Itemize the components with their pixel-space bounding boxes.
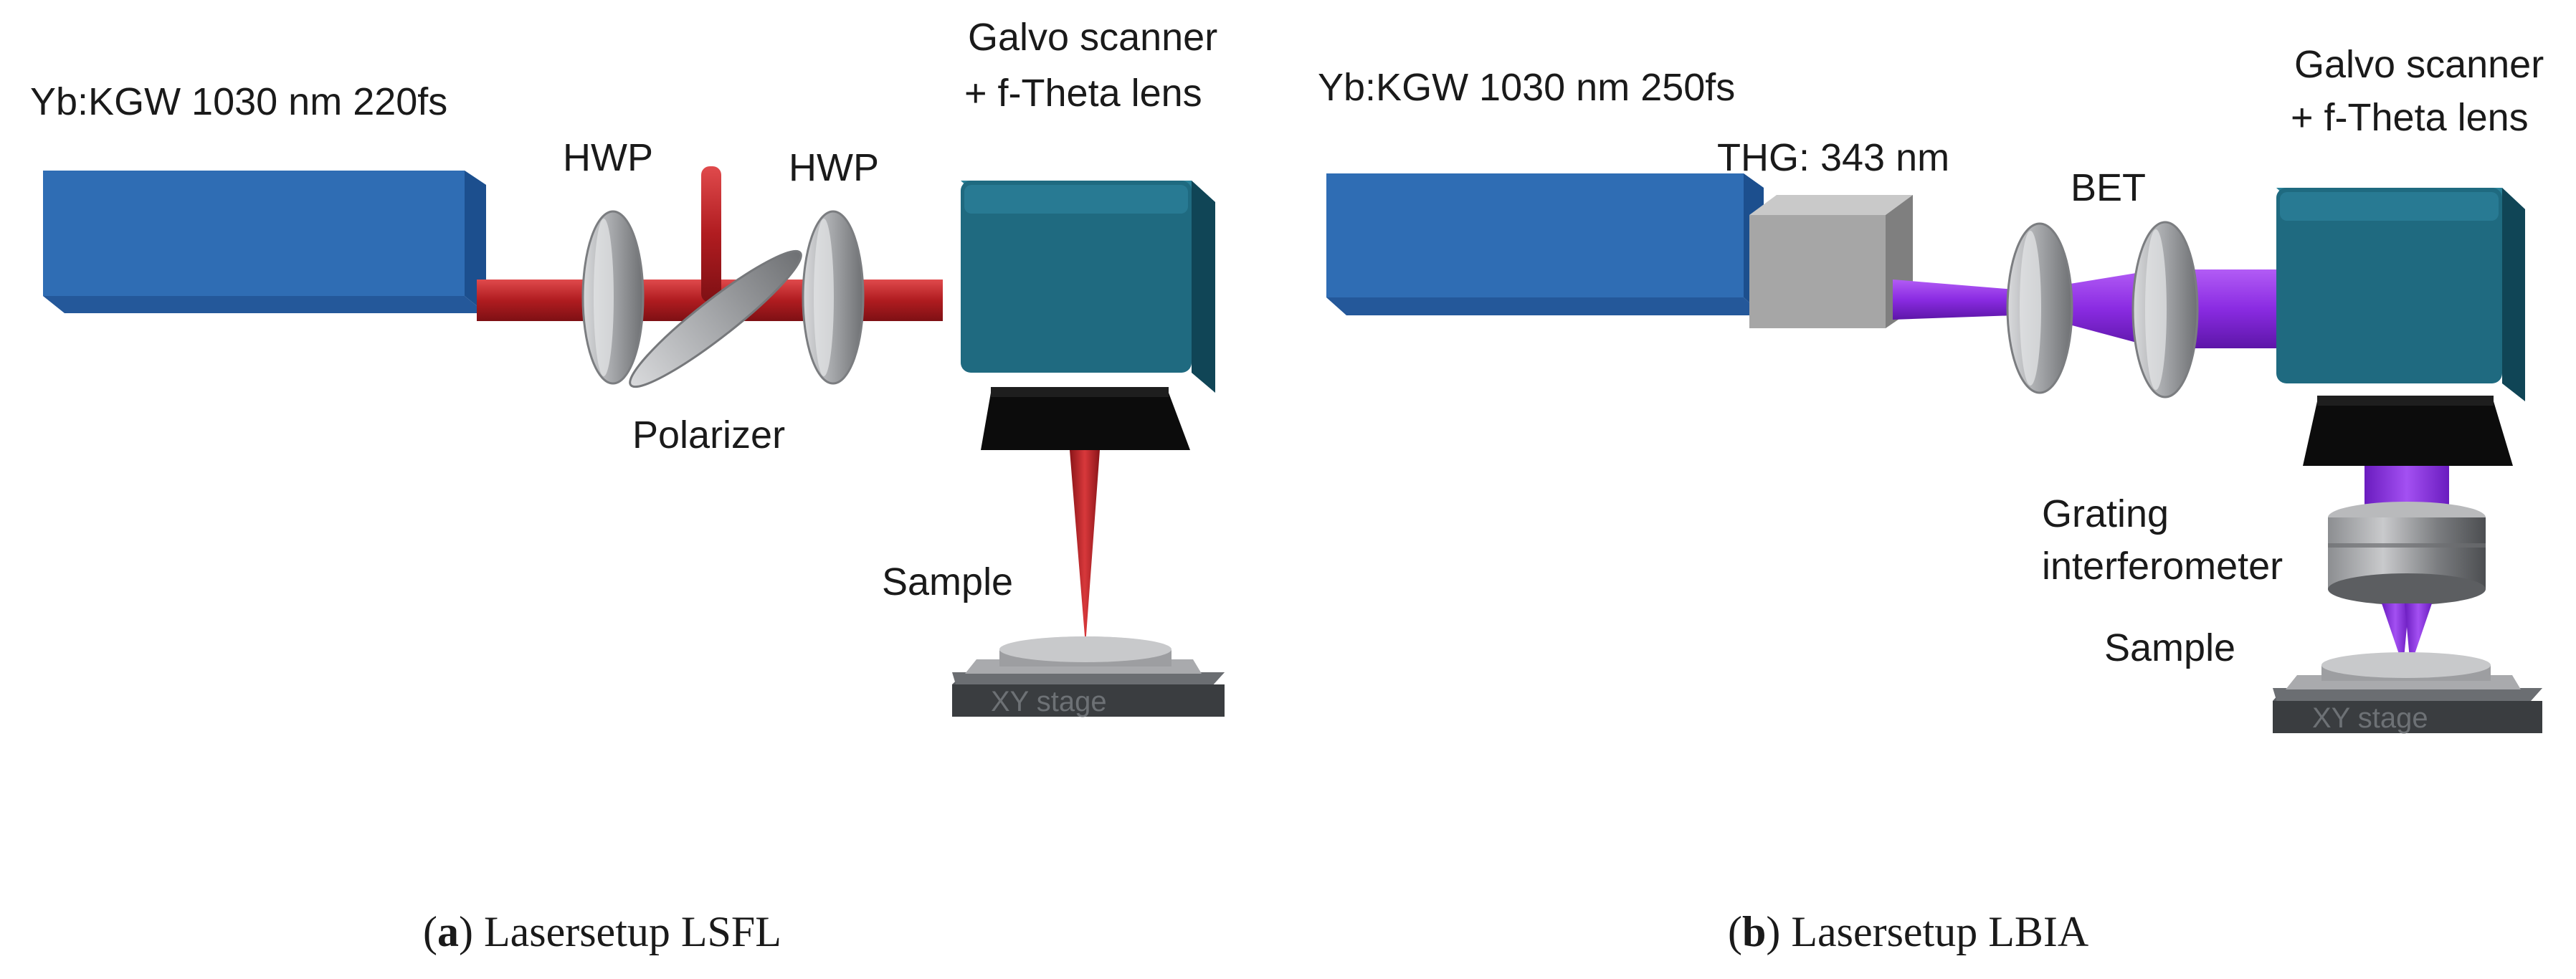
- laser-a-side-face: [465, 171, 486, 313]
- panel-a: XY stage Yb:KGW 1030 nm 220fs HWP HWP Po…: [30, 16, 1225, 955]
- sample-a-disk-top: [999, 636, 1171, 662]
- hwp-a-1-label: HWP: [563, 136, 653, 179]
- stage-b-top-face: [2273, 688, 2542, 702]
- thg-front-face: [1749, 215, 1886, 328]
- lens-b-top-ring: [2317, 396, 2494, 406]
- scanner-a-label-line2: + f-Theta lens: [964, 72, 1202, 115]
- bet-label: BET: [2071, 166, 2146, 209]
- thg-top-face: [1749, 195, 1913, 215]
- xy-stage-a: XY stage: [952, 636, 1225, 717]
- laser-a-label: Yb:KGW 1030 nm 220fs: [30, 80, 447, 123]
- panel-b: XY stage Yb:KGW 1030 nm 250fs THG: 343 n…: [1318, 43, 2544, 955]
- scanner-b-side-face: [2502, 188, 2525, 401]
- scanner-b-front-face: [2276, 188, 2502, 383]
- stage-a-front-face: [952, 684, 1225, 717]
- laser-b-label: Yb:KGW 1030 nm 250fs: [1318, 66, 1735, 109]
- grating-bottom: [2328, 573, 2486, 605]
- hwp-a-2-label: HWP: [789, 146, 879, 189]
- scanner-a-label-line1: Galvo scanner: [968, 16, 1217, 59]
- lens-b-body: [2303, 401, 2513, 466]
- sample-b-disk-top: [2321, 652, 2491, 678]
- laser-b-front-face: [1326, 173, 1744, 297]
- laser-a-front-face: [43, 171, 465, 296]
- bet-lens-1-highlight: [2020, 231, 2041, 386]
- bet-lens-b-1: [2006, 222, 2073, 394]
- grating-interferometer-b: [2328, 502, 2486, 605]
- f-theta-lens-a: [981, 387, 1190, 450]
- laser-a-bottom-face: [43, 296, 486, 313]
- lens-a-body: [981, 393, 1190, 450]
- beam-b-split-left: [2382, 603, 2409, 667]
- thg-label: THG: 343 nm: [1717, 136, 1949, 179]
- caption-a-text: Lasersetup LSFL: [484, 908, 781, 955]
- polarizer-a-plate: [629, 249, 802, 388]
- polarizer-a-label: Polarizer: [632, 414, 785, 457]
- grating-groove: [2328, 543, 2486, 548]
- beam-b-split-right: [2405, 603, 2432, 667]
- bet-lens-2-highlight: [2145, 229, 2167, 390]
- caption-a: (a) Lasersetup LSFL: [423, 908, 781, 955]
- laser-source-b: [1326, 173, 1764, 315]
- hwp-a-1: [581, 210, 645, 385]
- hwp-a-2-highlight: [814, 219, 834, 376]
- sample-b-label: Sample: [2104, 626, 2235, 669]
- caption-b-text: Lasersetup LBIA: [1791, 908, 2088, 955]
- thg-module-b: [1749, 195, 1913, 328]
- scanner-b-top-sheen: [2280, 192, 2499, 221]
- beam-a-focused: [1070, 450, 1100, 645]
- scanner-a-top-sheen: [964, 185, 1188, 214]
- laser-source-a: [43, 171, 486, 313]
- xy-stage-b: XY stage: [2273, 652, 2542, 734]
- polarizer-a: [629, 249, 802, 388]
- beam-b-uv-narrow: [1893, 280, 2015, 320]
- scanner-a-side-face: [1192, 181, 1215, 393]
- caption-b-letter: b: [1742, 908, 1766, 955]
- sample-a-label: Sample: [882, 560, 1013, 603]
- lens-a-top-ring: [991, 387, 1169, 397]
- bet-lens-b-2: [2131, 221, 2199, 398]
- stage-a-label: XY stage: [991, 686, 1107, 717]
- caption-a-letter: a: [437, 908, 459, 955]
- galvo-scanner-a: [961, 181, 1215, 393]
- hwp-a-2: [802, 210, 865, 385]
- f-theta-lens-b: [2303, 396, 2513, 466]
- laser-b-bottom-face: [1326, 297, 1764, 315]
- scanner-b-label-line2: + f-Theta lens: [2291, 96, 2529, 139]
- scanner-a-front-face: [961, 181, 1192, 373]
- caption-b: (b) Lasersetup LBIA: [1728, 908, 2088, 955]
- stage-b-front-face: [2273, 701, 2542, 733]
- beam-a-rejected: [701, 166, 721, 302]
- scanner-b-label-line1: Galvo scanner: [2294, 43, 2544, 86]
- galvo-scanner-b: [2276, 188, 2525, 401]
- stage-b-label: XY stage: [2312, 702, 2428, 734]
- grating-label-line2: interferometer: [2042, 545, 2283, 588]
- grating-label-line1: Grating: [2042, 492, 2169, 535]
- hwp-a-1-highlight: [594, 219, 614, 376]
- stage-a-top-face: [952, 672, 1225, 687]
